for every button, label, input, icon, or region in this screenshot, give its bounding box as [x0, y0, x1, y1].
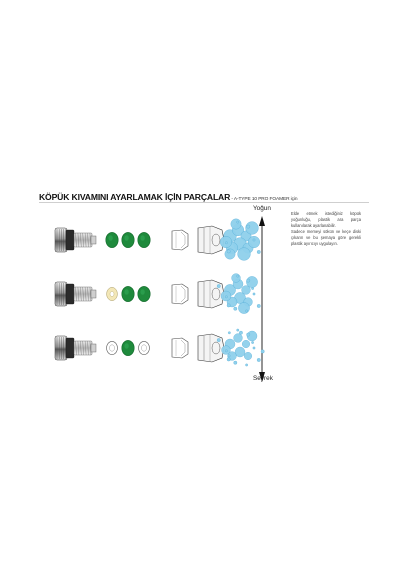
foam-cloud-light: [216, 328, 265, 367]
green-spacer-disc-1: [105, 232, 119, 248]
note-paragraph-2: Sadece memeyi sökün ve keçe diski çıkarı…: [291, 229, 361, 247]
nozzle-head-part: [197, 333, 225, 363]
title-main: KÖPÜK KIVAMINI AYARLAMAK İÇİN PARÇALAR: [39, 192, 231, 202]
nozzle-body-part: [54, 281, 97, 307]
cream-spacer-disc-1: [106, 287, 118, 301]
foam-cloud-medium: [216, 273, 261, 314]
nozzle-head-part: [197, 279, 225, 309]
nozzle-body-part: [54, 227, 97, 253]
title-subtitle: - A-TYPE 10 PRO FOAMER için: [230, 197, 298, 202]
green-spacer-disc-3: [137, 286, 151, 302]
nozzle-head-part: [197, 225, 225, 255]
nozzle-body-part: [54, 335, 97, 361]
green-spacer-disc-3: [137, 232, 151, 248]
green-spacer-disc-2: [121, 286, 135, 302]
foam-cloud-dense: [220, 218, 261, 261]
green-spacer-disc-2: [121, 340, 135, 356]
parts-row-medium: [54, 273, 261, 314]
note-paragraph-1: Elde etmek istediğiniz köpük yoğunluğu, …: [291, 211, 361, 229]
diagram-title: KÖPÜK KIVAMINI AYARLAMAK İÇİN PARÇALAR -…: [39, 190, 369, 206]
parts-row-dense: [54, 218, 261, 261]
green-spacer-disc-2: [121, 232, 135, 248]
foam-cup-part: [171, 337, 189, 359]
density-scale-arrow: [259, 216, 265, 382]
open-spacer-ring-1: [106, 341, 118, 355]
open-spacer-ring-3: [138, 341, 150, 355]
parts-row-light: [54, 328, 265, 367]
foam-cup-part: [171, 283, 189, 305]
foam-cup-part: [171, 229, 189, 251]
title-divider: [39, 202, 369, 203]
scale-label-dense: Yoğun: [253, 205, 271, 212]
